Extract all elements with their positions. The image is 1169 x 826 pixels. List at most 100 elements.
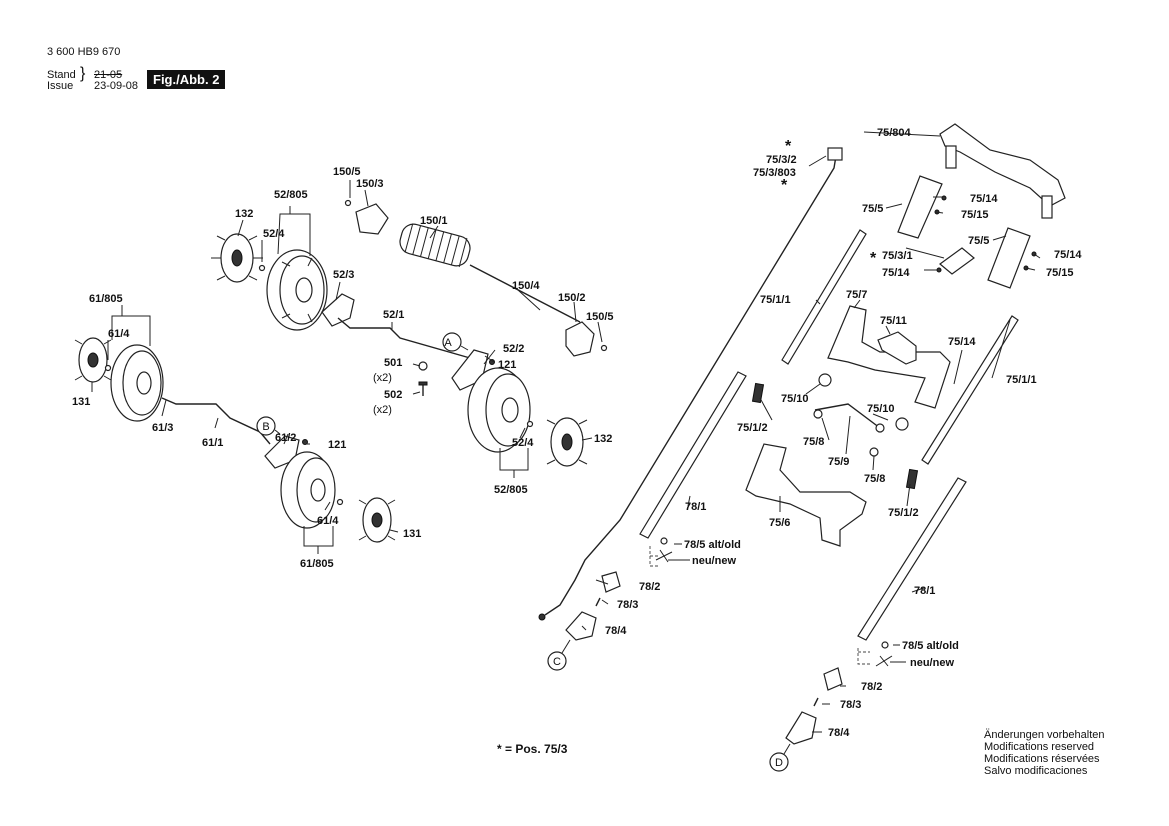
callout-b [256, 416, 281, 436]
tube-75-1-1-right-shape [921, 315, 1019, 465]
label-150-2: 150/2 [558, 292, 586, 304]
label-502: 502 [384, 389, 402, 401]
label-78-5-b: 78/5 alt/old [902, 640, 959, 652]
footer-fr: Modifications réservées [984, 753, 1100, 765]
bracket-75-5-lower-shape [987, 227, 1031, 289]
label-501-qty: (x2) [373, 372, 392, 384]
label-75-1-2-a: 75/1/2 [737, 422, 768, 434]
label-75-8-b: 75/8 [864, 473, 885, 485]
tube-78-1-left-shape [639, 371, 747, 539]
label-502-qty: (x2) [373, 404, 392, 416]
label-75-6: 75/6 [769, 517, 790, 529]
label-75-11: 75/11 [880, 315, 907, 327]
label-150-4: 150/4 [512, 280, 540, 292]
label-75-804: 75/804 [877, 127, 912, 139]
label-132-b: 132 [594, 433, 612, 445]
base-75-6-shape [745, 443, 867, 547]
label-75-10-b: 75/10 [867, 403, 895, 415]
hub-131-upper-shape [74, 337, 112, 383]
bracket-75-7-shape [827, 305, 951, 409]
stand-label: Stand [47, 69, 76, 81]
label-75-3-1: 75/3/1 [882, 250, 913, 262]
label-61-4-b: 61/4 [317, 515, 339, 527]
wheel-52-805-upper-shape [266, 249, 328, 331]
part-labels: 150/5 150/3 150/1 150/4 150/2 150/5 132 … [72, 127, 1082, 769]
label-neu-new-a: neu/new [692, 555, 736, 567]
label-75-15-a: 75/15 [961, 209, 989, 221]
brace-icon: } [80, 65, 86, 82]
cap-150-2-shape [565, 321, 595, 357]
footer-de: Änderungen vorbehalten [984, 729, 1105, 741]
bracket-75-5-upper-shape [897, 175, 943, 239]
label-121-b: 121 [328, 439, 346, 451]
axle-52-1-shape [337, 317, 471, 359]
label-75-14-a: 75/14 [970, 193, 998, 205]
label-150-1: 150/1 [420, 215, 448, 227]
label-78-4-b: 78/4 [828, 727, 850, 739]
label-150-5-a: 150/5 [333, 166, 361, 178]
part-75-11-shape [877, 331, 917, 365]
label-75-1-2-b: 75/1/2 [888, 507, 919, 519]
label-78-4-a: 78/4 [605, 625, 627, 637]
label-75-3-2: 75/3/2 [766, 154, 797, 166]
label-75-3-803: 75/3/803 [753, 167, 796, 179]
star-marker-1: * [785, 138, 792, 155]
label-75-14-d: 75/14 [948, 336, 976, 348]
hub-132-lower-shape [546, 417, 588, 467]
callout-d [769, 743, 791, 772]
label-78-1-b: 78/1 [914, 585, 935, 597]
label-52-4-b: 52/4 [512, 437, 534, 449]
label-61-805-b: 61/805 [300, 558, 334, 570]
label-52-4-a: 52/4 [263, 228, 285, 240]
wheel-61-805-lower-shape [280, 451, 336, 529]
label-78-2-a: 78/2 [639, 581, 660, 593]
label-121-a: 121 [498, 359, 516, 371]
footer-en: Modifications reserved [984, 741, 1095, 753]
label-52-1: 52/1 [383, 309, 404, 321]
callout-c-letter: C [553, 656, 561, 668]
label-75-5-b: 75/5 [968, 235, 989, 247]
callout-b-letter: B [262, 421, 269, 433]
label-52-3: 52/3 [333, 269, 354, 281]
label-75-7: 75/7 [846, 289, 867, 301]
label-52-805-b: 52/805 [494, 484, 528, 496]
label-75-1-1-a: 75/1/1 [760, 294, 791, 306]
cable-75-3-803-shape [544, 155, 837, 616]
label-78-3-a: 78/3 [617, 599, 638, 611]
rear-axle-assembly [74, 180, 608, 554]
hub-132-upper-shape [211, 233, 263, 283]
tube-78-1-right-shape [857, 477, 967, 641]
clip-75-3-1-shape [939, 247, 975, 275]
label-75-14-b: 75/14 [1054, 249, 1082, 261]
handle-75-804-shape [939, 123, 1066, 207]
label-150-3: 150/3 [356, 178, 384, 190]
document-number: 3 600 HB9 670 [47, 46, 121, 58]
label-52-2: 52/2 [503, 343, 524, 355]
part-52-3-shape [321, 293, 355, 327]
figure-label: Fig./Abb. 2 [147, 70, 226, 89]
stand-date: 21-05 [94, 69, 123, 81]
handle-assembly [256, 123, 1066, 772]
label-78-1-a: 78/1 [685, 501, 706, 513]
label-150-5-b: 150/5 [586, 311, 614, 323]
label-61-2: 61/2 [275, 432, 296, 444]
label-131-a: 131 [72, 396, 90, 408]
issue-date: 23-09-08 [94, 80, 139, 92]
label-75-14-c: 75/14 [882, 267, 910, 279]
label-neu-new-b: neu/new [910, 657, 954, 669]
label-78-5-a: 78/5 alt/old [684, 539, 741, 551]
footer-disclaimer: Änderungen vorbehalten Modifications res… [984, 729, 1104, 777]
cap-150-3-shape [355, 203, 389, 235]
label-61-3: 61/3 [152, 422, 173, 434]
label-78-2-b: 78/2 [861, 681, 882, 693]
label-52-805-a: 52/805 [274, 189, 308, 201]
footer-es: Salvo modificaciones [984, 765, 1088, 777]
label-132-a: 132 [235, 208, 253, 220]
label-75-10-a: 75/10 [781, 393, 809, 405]
callout-c [547, 639, 571, 671]
label-75-5-a: 75/5 [862, 203, 883, 215]
label-61-805-a: 61/805 [89, 293, 123, 305]
label-78-3-b: 78/3 [840, 699, 861, 711]
label-61-4-a: 61/4 [108, 328, 130, 340]
